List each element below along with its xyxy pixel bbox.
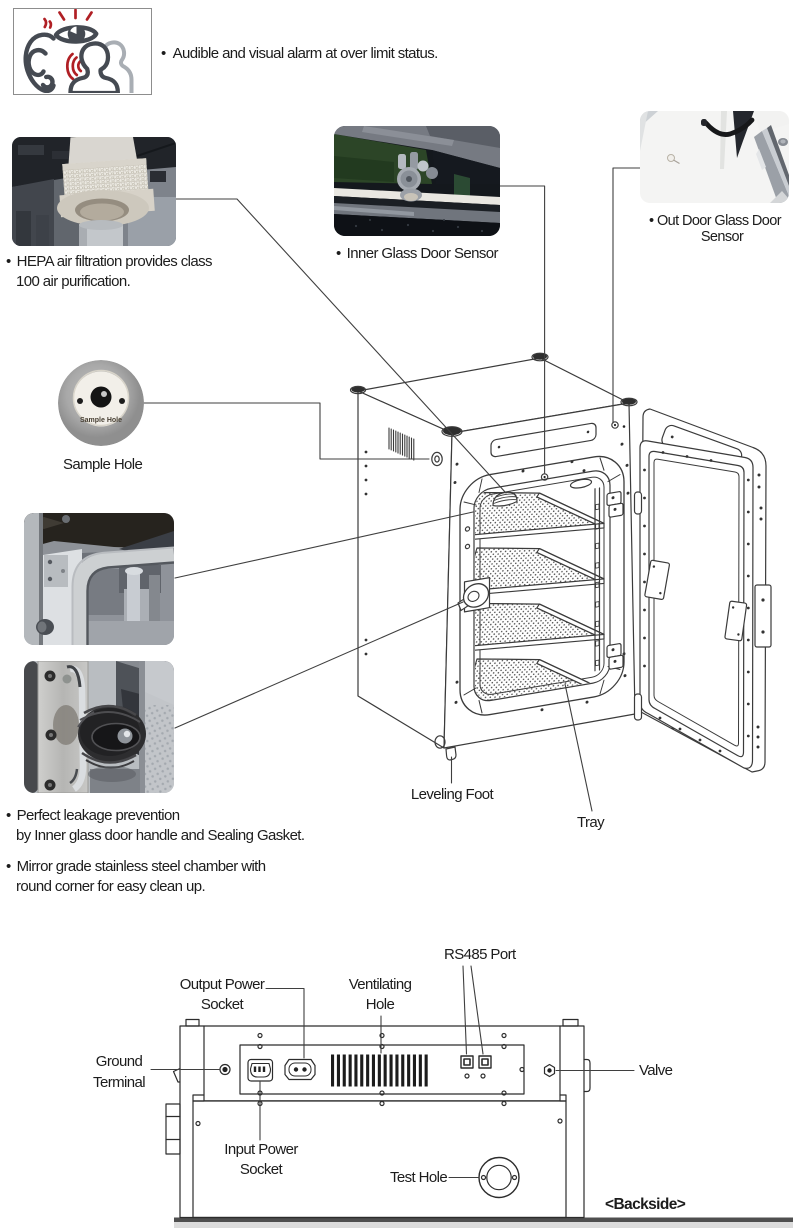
svg-text:Sample Hole: Sample Hole bbox=[80, 417, 122, 424]
